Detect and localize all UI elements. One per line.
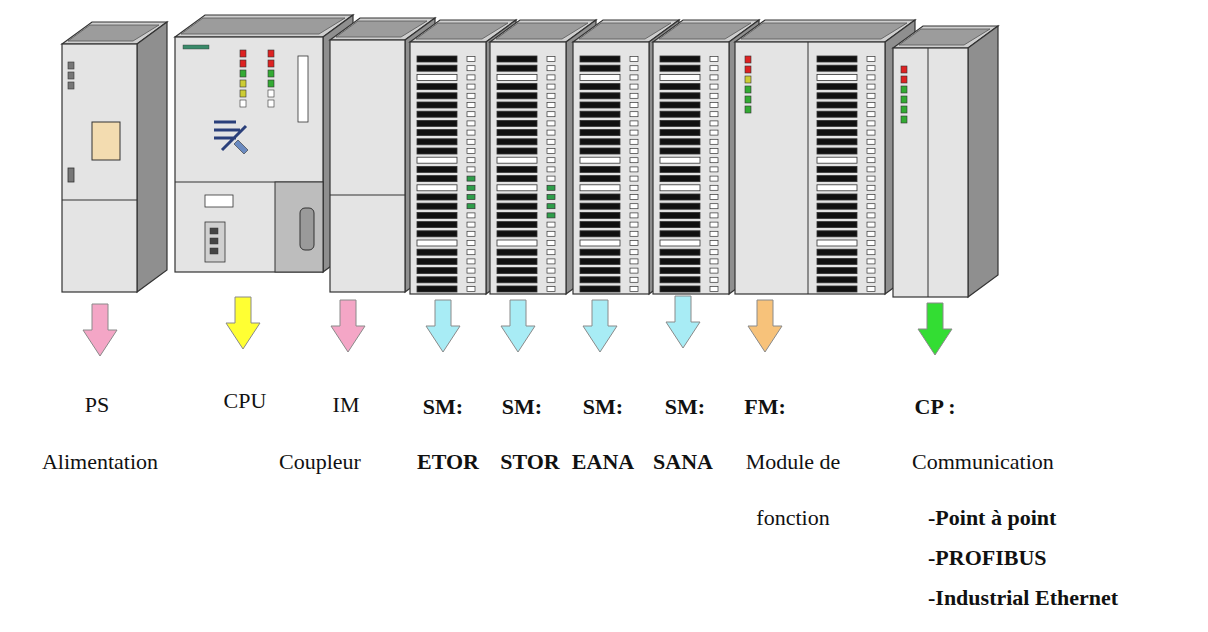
cpu-module <box>175 15 353 272</box>
module-label: FM: <box>744 394 786 420</box>
down-arrow <box>918 303 952 355</box>
down-arrow <box>501 300 535 352</box>
down-arrow <box>83 304 117 356</box>
module-label: CPU <box>224 388 267 414</box>
module-label: SM: <box>583 394 623 420</box>
down-arrow <box>426 300 460 352</box>
module-label: SM: <box>502 394 542 420</box>
module-label: ETOR <box>417 449 479 475</box>
module-label: -Point à point <box>928 505 1056 531</box>
module-label: Module de fonction <box>723 434 863 546</box>
arrows <box>83 296 952 356</box>
modules <box>62 15 998 297</box>
module-label: CP : <box>915 394 956 420</box>
module-label: Communication <box>912 449 1054 475</box>
module-label: -PROFIBUS <box>928 545 1047 571</box>
module-label: SM: <box>665 394 705 420</box>
communication-module <box>893 26 998 297</box>
module-label: IM <box>333 392 360 418</box>
power-supply-module <box>62 22 167 292</box>
down-arrow <box>226 297 260 349</box>
down-arrow <box>583 300 617 352</box>
down-arrow <box>666 296 700 348</box>
module-label: SM: <box>423 394 463 420</box>
module-label: SANA <box>653 449 713 475</box>
module-label: Alimentation <box>42 449 158 475</box>
module-label: STOR <box>500 449 560 475</box>
down-arrow <box>331 300 365 352</box>
down-arrow <box>748 300 782 352</box>
module-label: Coupleur <box>279 449 361 475</box>
module-label: PS <box>85 392 109 418</box>
module-label: EANA <box>572 449 634 475</box>
module-label: -Industrial Ethernet <box>928 585 1118 611</box>
function-module <box>735 20 915 294</box>
